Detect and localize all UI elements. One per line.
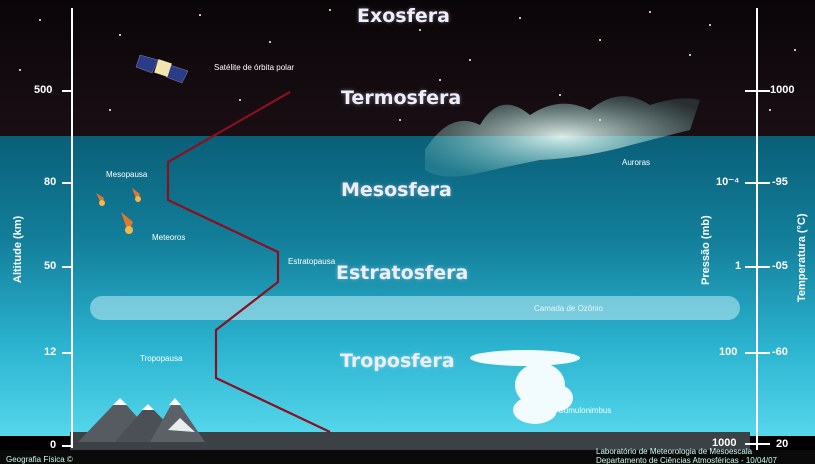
- altitude-tick-500: 500: [34, 85, 52, 96]
- credit-left: Geografia Física ©: [6, 455, 73, 464]
- mesosphere-label: Mesosfera: [341, 181, 452, 200]
- credit-right-line2: Departamento de Ciências Atmosféricas - …: [596, 456, 777, 464]
- thermosphere-label: Termosfera: [341, 89, 461, 108]
- tropopause-label: Tropopausa: [140, 355, 182, 363]
- altitude-tick-12: 12: [44, 347, 56, 358]
- ozone-label: Camada de Ozônio: [534, 305, 603, 313]
- exosphere-label: Exosfera: [357, 7, 450, 26]
- mesopause-label: Mesopausa: [106, 171, 147, 179]
- pressure-axis-title: Pressão (mb): [700, 215, 712, 285]
- pressure-tick-1e-4: 10⁻⁴: [716, 177, 739, 188]
- cumulonimbus-label: Cumulonimbus: [558, 407, 611, 415]
- temperature-tick-minus60: -60: [772, 347, 788, 358]
- altitude-axis-title: Altitude (km): [12, 216, 24, 283]
- ozone-band: [90, 296, 740, 320]
- troposphere-label: Troposfera: [340, 352, 455, 371]
- temperature-tick-1000: 1000: [770, 85, 794, 96]
- stratosphere-label: Estratosfera: [336, 264, 468, 283]
- satellite-label: Satélite de órbita polar: [214, 64, 294, 72]
- stratopause-label: Estratopausa: [288, 258, 335, 266]
- altitude-tick-50: 50: [44, 261, 56, 272]
- temperature-axis-title: Temperatura (°C): [796, 213, 808, 302]
- temperature-tick-minus95: -95: [772, 177, 788, 188]
- temperature-tick-minus05: -05: [772, 261, 788, 272]
- meteors-label: Meteoros: [152, 234, 185, 242]
- pressure-tick-100: 100: [719, 347, 737, 358]
- auroras-label: Auroras: [622, 159, 650, 167]
- altitude-tick-0: 0: [50, 440, 56, 451]
- altitude-tick-80: 80: [44, 177, 56, 188]
- pressure-tick-1: 1: [735, 261, 741, 272]
- credit-right-line1: Laboratório de Meteorologia de Mesoescal…: [596, 447, 752, 456]
- temperature-tick-20: 20: [776, 439, 788, 450]
